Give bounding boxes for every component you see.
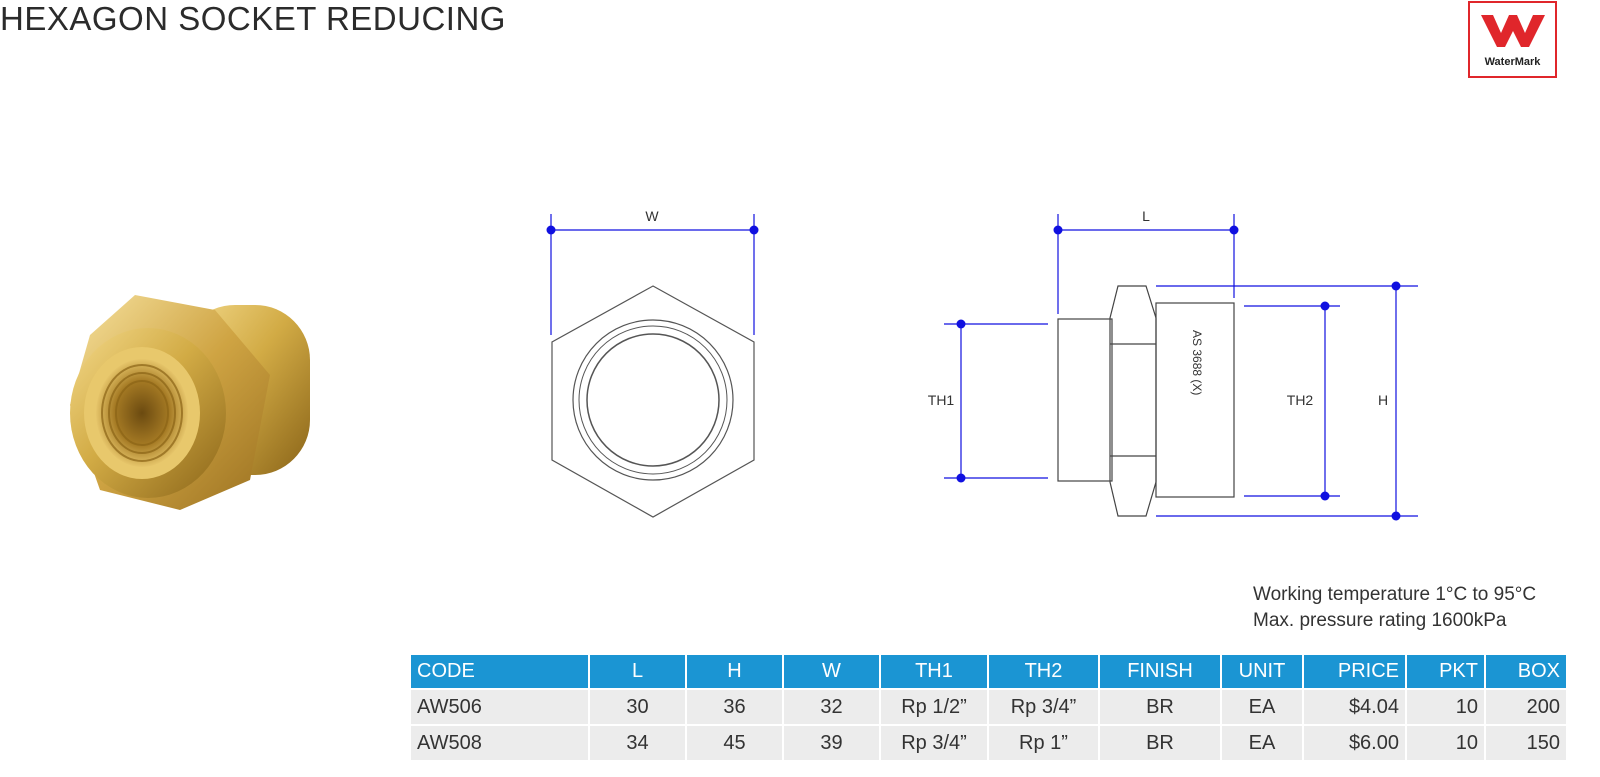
cell-th1: Rp 1/2” — [881, 688, 989, 724]
watermark-w-icon — [1481, 15, 1545, 47]
cell-unit: EA — [1222, 688, 1304, 724]
dim-label-w: W — [645, 208, 659, 224]
cell-code: AW506 — [411, 688, 590, 724]
column-header-h[interactable]: H — [687, 655, 784, 688]
cell-h: 36 — [687, 688, 784, 724]
cell-l: 34 — [590, 724, 687, 760]
working-temperature: Working temperature 1°C to 95°C — [1253, 584, 1537, 605]
cell-unit: EA — [1222, 724, 1304, 760]
column-header-code[interactable]: CODE — [411, 655, 590, 688]
dim-label-th2: TH2 — [1287, 392, 1314, 408]
cell-code: AW508 — [411, 724, 590, 760]
cell-pkt: 10 — [1407, 724, 1486, 760]
cell-th1: Rp 3/4” — [881, 724, 989, 760]
cell-h: 45 — [687, 724, 784, 760]
product-table: CODE L H W TH1 TH2 FINISH UNIT PRICE PKT… — [411, 655, 1566, 760]
body-marking: AS 3688 (X) — [1190, 330, 1204, 395]
cell-finish: BR — [1100, 688, 1222, 724]
table-row[interactable]: AW508 34 45 39 Rp 3/4” Rp 1” BR EA $6.00… — [411, 724, 1566, 760]
column-header-w[interactable]: W — [784, 655, 881, 688]
cell-pkt: 10 — [1407, 688, 1486, 724]
column-header-price[interactable]: PRICE — [1304, 655, 1407, 688]
dimension-point — [1391, 281, 1401, 291]
column-header-l[interactable]: L — [590, 655, 687, 688]
cell-l: 30 — [590, 688, 687, 724]
cell-box: 200 — [1486, 688, 1566, 724]
dim-label-h: H — [1378, 392, 1388, 408]
watermark-logo: WaterMark — [1468, 1, 1557, 78]
pressure-rating: Max. pressure rating 1600kPa — [1253, 610, 1507, 631]
table-row[interactable]: AW506 30 36 32 Rp 1/2” Rp 3/4” BR EA $4.… — [411, 688, 1566, 724]
cell-box: 150 — [1486, 724, 1566, 760]
table-header-row: CODE L H W TH1 TH2 FINISH UNIT PRICE PKT… — [411, 655, 1566, 688]
dimension-point — [1320, 491, 1330, 501]
cell-price: $6.00 — [1304, 724, 1407, 760]
technical-drawing: W AS 3688 (X) L TH1 TH2 H — [546, 208, 1418, 521]
cell-price: $4.04 — [1304, 688, 1407, 724]
side-view — [1057, 285, 1235, 517]
dimension-point — [956, 473, 966, 483]
dimension-point — [749, 225, 759, 235]
dimension-point — [1391, 511, 1401, 521]
dimension-point — [1229, 225, 1239, 235]
column-header-pkt[interactable]: PKT — [1407, 655, 1486, 688]
dimension-point — [546, 225, 556, 235]
cell-th2: Rp 3/4” — [989, 688, 1100, 724]
cell-finish: BR — [1100, 724, 1222, 760]
dimension-point — [956, 319, 966, 329]
logo-text: WaterMark — [1484, 56, 1541, 68]
cell-w: 32 — [784, 688, 881, 724]
spec-notes: Working temperature 1°C to 95°C Max. pre… — [1253, 582, 1536, 634]
dim-label-th1: TH1 — [928, 392, 955, 408]
dimension-point — [1320, 301, 1330, 311]
column-header-box[interactable]: BOX — [1486, 655, 1566, 688]
dimension-point — [1053, 225, 1063, 235]
end-view — [551, 285, 755, 518]
cell-th2: Rp 1” — [989, 724, 1100, 760]
page-title: HEXAGON SOCKET REDUCING — [0, 0, 506, 37]
column-header-finish[interactable]: FINISH — [1100, 655, 1222, 688]
column-header-th2[interactable]: TH2 — [989, 655, 1100, 688]
cell-w: 39 — [784, 724, 881, 760]
column-header-unit[interactable]: UNIT — [1222, 655, 1304, 688]
column-header-th1[interactable]: TH1 — [881, 655, 989, 688]
product-photo — [70, 295, 310, 510]
dim-label-l: L — [1142, 208, 1150, 224]
